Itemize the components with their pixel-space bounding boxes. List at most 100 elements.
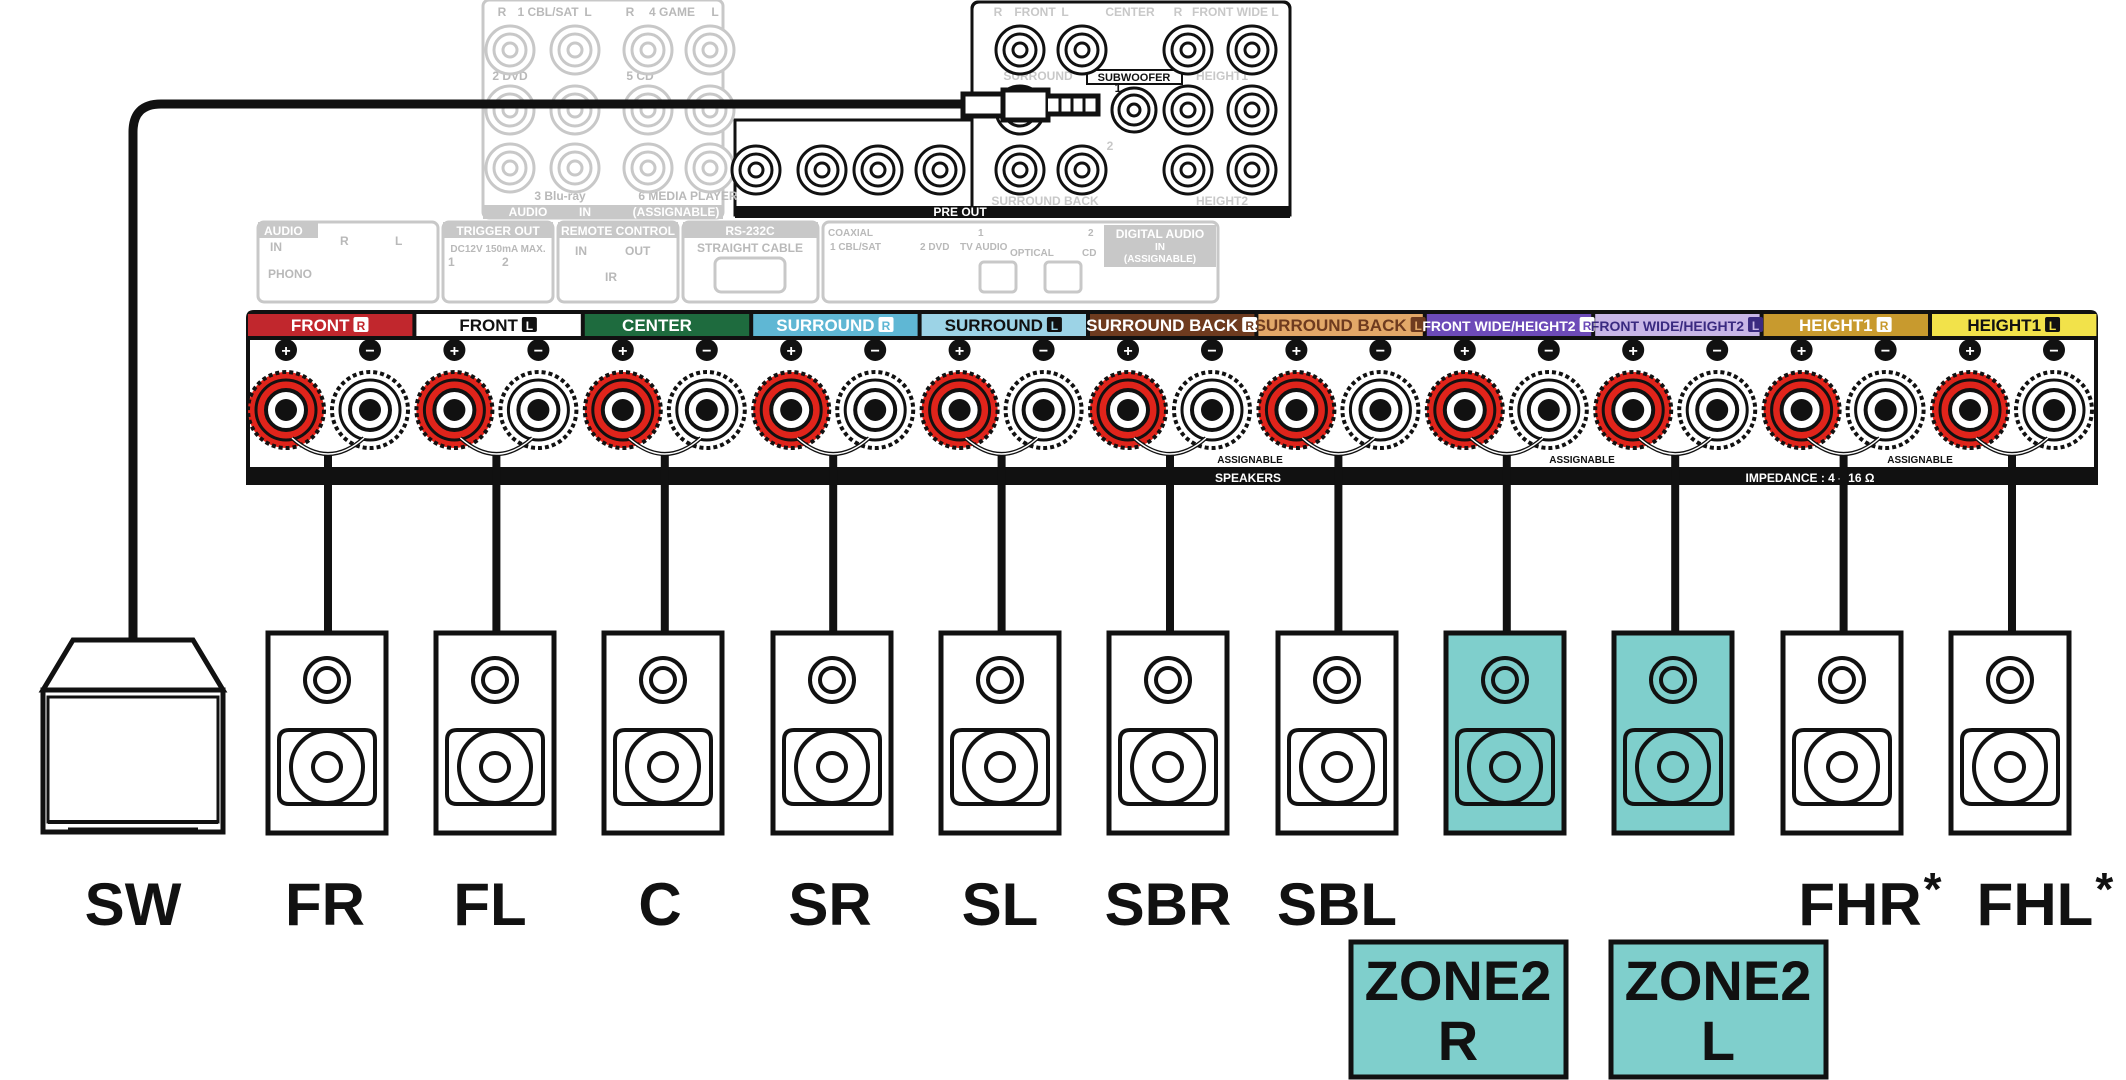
plus-sign: + bbox=[787, 343, 796, 360]
phono-label: PHONO bbox=[268, 267, 312, 281]
terminal-channel: R bbox=[1880, 319, 1889, 333]
remote-ir: IR bbox=[605, 270, 617, 284]
speaker-cable bbox=[1469, 436, 1545, 633]
zone-channel: L bbox=[1701, 1009, 1735, 1072]
pre-out-jack-label: SURROUND BACK bbox=[991, 194, 1099, 208]
speaker bbox=[770, 630, 894, 836]
binding-post-pair: +− bbox=[582, 339, 747, 450]
pre-out-jack-label: 1 bbox=[1115, 81, 1122, 95]
pre-out-jack-label: HEIGHT1 bbox=[1196, 69, 1248, 83]
minus-sign: − bbox=[1544, 343, 1553, 360]
zone2-speaker bbox=[1443, 630, 1567, 836]
terminal-channel: L bbox=[526, 319, 533, 333]
rca-jack bbox=[994, 144, 1046, 196]
rca-jack bbox=[994, 24, 1046, 76]
terminal-channel: R bbox=[882, 319, 891, 333]
plus-sign: + bbox=[1292, 343, 1301, 360]
plus-sign: + bbox=[450, 343, 459, 360]
speaker bbox=[601, 630, 725, 836]
terminal-label: FRONT bbox=[291, 316, 350, 335]
pre-out-jack-label: CENTER bbox=[1105, 5, 1155, 19]
speaker bbox=[1780, 630, 1904, 836]
rca-jack bbox=[1056, 24, 1108, 76]
terminal-label: CENTER bbox=[622, 316, 692, 335]
binding-post-pair: +− bbox=[1930, 339, 2094, 450]
binding-post-pair: +− bbox=[414, 339, 579, 450]
terminal-channel: R bbox=[357, 319, 366, 333]
zone2-speaker bbox=[1611, 630, 1735, 836]
digital-audio-title: DIGITAL AUDIO bbox=[1116, 227, 1204, 241]
terminal-label: FRONT WIDE/HEIGHT2 bbox=[1422, 318, 1575, 334]
terminal-label: SURROUND bbox=[776, 316, 874, 335]
digital-dvd: 2 DVD bbox=[920, 242, 949, 253]
digital-one: 1 bbox=[978, 228, 984, 239]
rs232c-title: RS-232C bbox=[725, 224, 775, 238]
rca-jack bbox=[1226, 144, 1278, 196]
minus-sign: − bbox=[365, 343, 374, 360]
rca-jack bbox=[914, 144, 966, 196]
audio-in-jack-label: L bbox=[584, 5, 591, 19]
speaker bbox=[265, 630, 389, 836]
pre-out-jack-label: FRONT WIDE bbox=[1192, 5, 1268, 19]
minus-sign: − bbox=[1881, 343, 1890, 360]
terminal-header: FRONT L bbox=[416, 314, 581, 336]
phono-l-label: L bbox=[395, 234, 402, 248]
audio-in-jack-label: R bbox=[498, 5, 507, 19]
speaker-label: SBR bbox=[1105, 871, 1232, 938]
audio-in-jack-label: (ASSIGNABLE) bbox=[633, 205, 720, 219]
minus-sign: − bbox=[1713, 343, 1722, 360]
speaker-cable bbox=[1637, 436, 1713, 633]
digital-tv-audio: TV AUDIO bbox=[960, 242, 1008, 253]
speaker-cables bbox=[290, 436, 2050, 633]
zone-channel: R bbox=[1438, 1009, 1478, 1072]
rca-jack bbox=[1056, 144, 1108, 196]
binding-post-pair: +− bbox=[1256, 339, 1421, 450]
terminal-header: CENTER bbox=[584, 314, 750, 336]
digital-audio-in: IN bbox=[1155, 242, 1165, 253]
subwoofer-label: SUBWOOFER bbox=[1098, 72, 1171, 84]
impedance-label: IMPEDANCE : 4 – 16 Ω bbox=[1746, 471, 1875, 485]
terminal-label: SURROUND bbox=[945, 316, 1043, 335]
plus-sign: + bbox=[1629, 343, 1638, 360]
trigger-out-title: TRIGGER OUT bbox=[456, 224, 540, 238]
digital-coaxial: COAXIAL bbox=[828, 228, 873, 239]
binding-post-pair: +− bbox=[1761, 339, 1926, 450]
speaker bbox=[1275, 630, 1399, 836]
minus-sign: − bbox=[1207, 343, 1216, 360]
rca-jack bbox=[730, 144, 782, 196]
binding-post-pair: +− bbox=[1424, 339, 1589, 450]
speaker-label: FL bbox=[453, 871, 526, 938]
rca-jack bbox=[684, 142, 736, 194]
audio-in-jack-label: L bbox=[711, 5, 718, 19]
speaker-cable bbox=[964, 436, 1039, 633]
speaker-cable bbox=[1132, 436, 1208, 633]
audio-in-jack-label: 4 GAME bbox=[649, 5, 695, 19]
binding-post-pair: +− bbox=[1088, 339, 1252, 450]
minus-sign: − bbox=[2049, 343, 2058, 360]
speaker bbox=[938, 630, 1062, 836]
rca-jack bbox=[549, 24, 601, 76]
binding-post-pair: +− bbox=[1593, 339, 1758, 450]
remote-in: IN bbox=[575, 244, 587, 258]
speaker bbox=[433, 630, 557, 836]
plus-sign: + bbox=[618, 343, 627, 360]
minus-sign: − bbox=[534, 343, 543, 360]
speaker-label: FHR bbox=[1798, 871, 1921, 938]
phono-r-label: R bbox=[340, 234, 349, 248]
phono-in-label: IN bbox=[270, 240, 282, 254]
terminal-label: FRONT bbox=[459, 316, 518, 335]
pre-out-jack-label: L bbox=[1061, 5, 1068, 19]
zone-name: ZONE2 bbox=[1625, 949, 1812, 1012]
plus-sign: + bbox=[1965, 343, 1974, 360]
rs232c-sub: STRAIGHT CABLE bbox=[697, 241, 803, 255]
phono-audio-label: AUDIO bbox=[264, 224, 303, 238]
